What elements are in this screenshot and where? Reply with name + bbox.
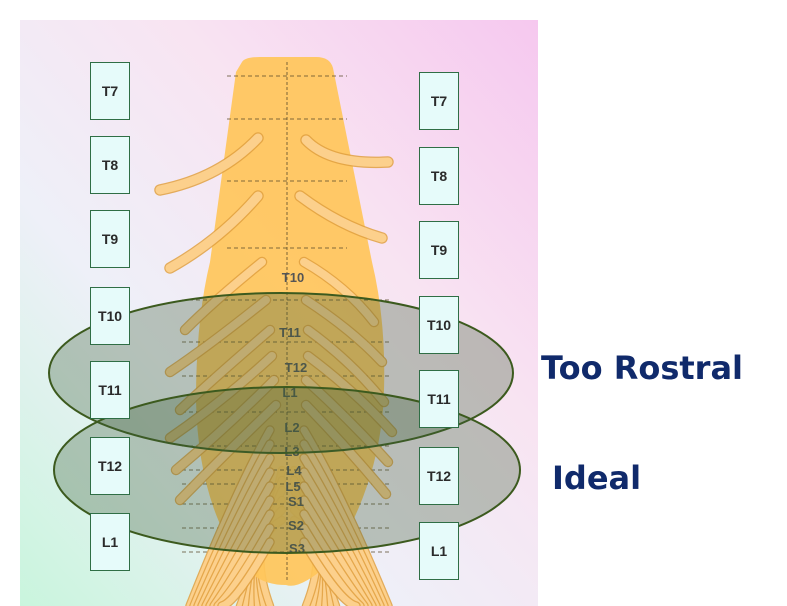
right-vertebra-t10: T10 [419, 296, 459, 354]
placement-zones [48, 292, 521, 554]
nerve-root [302, 296, 386, 366]
left-vertebra-t9: T9 [90, 210, 130, 268]
nerve-root [176, 401, 280, 504]
cord-level-s2: S2 [288, 518, 304, 533]
cord-level-t12: T12 [285, 360, 307, 375]
spinal-cord [196, 57, 385, 586]
ideal-label: Ideal [552, 459, 642, 497]
nerve-root [166, 352, 276, 442]
cord-level-l4: L4 [286, 463, 302, 478]
cord-level-l2: L2 [284, 420, 299, 435]
left-vertebra-t10: T10 [90, 287, 130, 345]
nerve-root [304, 352, 396, 436]
nerve-root [301, 135, 393, 167]
nerve-root [165, 191, 263, 273]
nerve-root [300, 258, 378, 326]
nerve-root [181, 258, 266, 334]
cord-level-l1: L1 [282, 385, 297, 400]
left-vertebra-t7: T7 [90, 62, 130, 120]
nerve-root [166, 296, 270, 376]
right-vertebra-t12: T12 [419, 447, 459, 505]
right-vertebra-t7: T7 [419, 72, 459, 130]
left-vertebra-t8: T8 [90, 136, 130, 194]
left-vertebra-t11: T11 [90, 361, 130, 419]
left-vertebra-l1: L1 [90, 513, 130, 571]
nerve-root [295, 191, 387, 243]
cord-level-t10: T10 [282, 270, 304, 285]
cord-level-l5: L5 [285, 479, 300, 494]
nerve-root [172, 376, 278, 474]
cord-level-t11: T11 [279, 325, 301, 340]
cord-level-l3: L3 [284, 444, 299, 459]
nerve-root [302, 401, 390, 498]
ideal-zone [53, 386, 521, 554]
nerve-root [176, 326, 274, 414]
nerve-root [155, 133, 263, 195]
too-rostral-label: Too Rostral [541, 349, 743, 387]
left-vertebra-t12: T12 [90, 437, 130, 495]
right-vertebra-t9: T9 [419, 221, 459, 279]
right-vertebra-l1: L1 [419, 522, 459, 580]
right-vertebra-t8: T8 [419, 147, 459, 205]
too-rostral-zone [48, 292, 514, 454]
right-vertebra-t11: T11 [419, 370, 459, 428]
cord-level-s1: S1 [288, 494, 304, 509]
